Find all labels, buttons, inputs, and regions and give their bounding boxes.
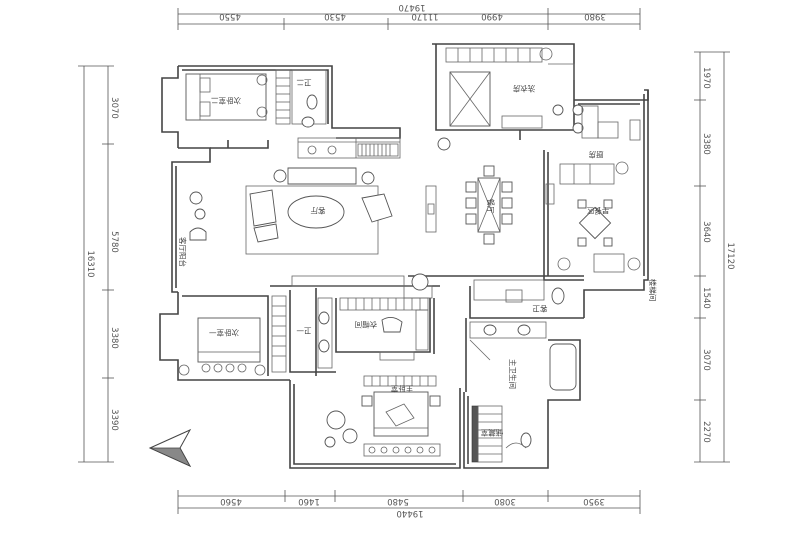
right-dim-4: 1540	[701, 287, 711, 309]
bottom-dim-2: 1460	[298, 496, 320, 506]
bottom-dim-4: 3080	[494, 496, 516, 506]
room-label-storage: 储藏室	[480, 428, 503, 438]
room-label-stairwell: 楼梯间	[648, 279, 658, 302]
living-room: 客厅 客厅阳台	[178, 167, 433, 299]
right-dimension-chain: 1970 3380 3640 1540 3070 2270 17120	[694, 51, 735, 463]
top-dim-3: 4990	[481, 11, 503, 21]
bottom-dim-5: 3950	[583, 496, 605, 506]
right-dim-3: 3640	[701, 221, 711, 243]
left-total-dim: 16310	[85, 250, 95, 277]
right-dim-2: 3380	[701, 133, 711, 155]
first-bedroom: 次卧室一 卫一	[178, 295, 333, 376]
room-label-second-bedroom: 次卧室二	[211, 96, 241, 106]
kitchen: 厨房	[552, 104, 641, 185]
top-total-dim: 19470	[398, 2, 425, 12]
left-dim-4: 3390	[109, 409, 119, 431]
top-dim-4: 3980	[584, 11, 606, 21]
bottom-dim-1: 4560	[220, 496, 242, 506]
left-dim-2: 5780	[109, 231, 119, 253]
left-dimension-chain: 16310 3070 5780 3380 3390	[78, 65, 119, 463]
master-bed	[373, 391, 429, 437]
cloakroom: 衣帽间	[339, 297, 429, 361]
room-label-bath-two: 卫二	[296, 78, 311, 87]
top-dimension-chain: 19470 4550 4530 11170 4990 3980	[177, 2, 641, 30]
left-dim-3: 3380	[109, 327, 119, 349]
breakfast-area: 早餐区	[545, 183, 641, 273]
storage-room: 储藏室	[471, 405, 532, 463]
master-bath: 主卫生间	[469, 321, 577, 391]
right-dim-1: 1970	[701, 67, 711, 89]
bottom-dim-3: 5480	[387, 496, 409, 506]
room-label-bath-one: 卫一	[296, 326, 311, 335]
right-dim-5: 3070	[701, 349, 711, 371]
dining-area: 餐厅	[425, 137, 513, 245]
top-dim-1: 4550	[219, 11, 241, 21]
laundry-room: 洗衣房	[445, 47, 575, 129]
room-label-living-balcony: 客厅阳台	[178, 237, 188, 267]
left-dim-1: 3070	[109, 97, 119, 119]
room-label-dining: 餐厅	[486, 199, 495, 214]
room-label-living: 客厅	[310, 206, 325, 216]
right-total-dim: 17120	[725, 242, 735, 269]
master-bedroom: 主卧室	[324, 375, 441, 457]
room-label-laundry: 洗衣房	[513, 84, 536, 94]
bottom-total-dim: 19440	[396, 508, 423, 518]
compass-icon	[148, 428, 192, 468]
room-label-master-bath: 主卫生间	[508, 359, 518, 389]
room-label-cloakroom: 衣帽间	[355, 320, 378, 330]
room-label-kitchen: 厨房	[589, 150, 604, 160]
shelf-strip	[297, 137, 401, 159]
second-bedroom: 次卧室二 卫二	[185, 69, 327, 128]
top-dim-mid: 11170	[411, 11, 438, 21]
room-label-breakfast: 早餐区	[586, 206, 609, 215]
room-label-master-bedroom: 主卧室	[390, 384, 413, 394]
room-label-guest-bath: 客卫	[532, 304, 547, 314]
bottom-dimension-chain: 4560 1460 5480 3080 3950 19440	[177, 490, 641, 518]
top-dim-2: 4530	[324, 11, 346, 21]
stair-and-bath: 客卫 楼梯间	[473, 279, 658, 314]
room-label-first-bedroom: 次卧室一	[209, 328, 239, 338]
right-dim-6: 2270	[701, 421, 711, 443]
